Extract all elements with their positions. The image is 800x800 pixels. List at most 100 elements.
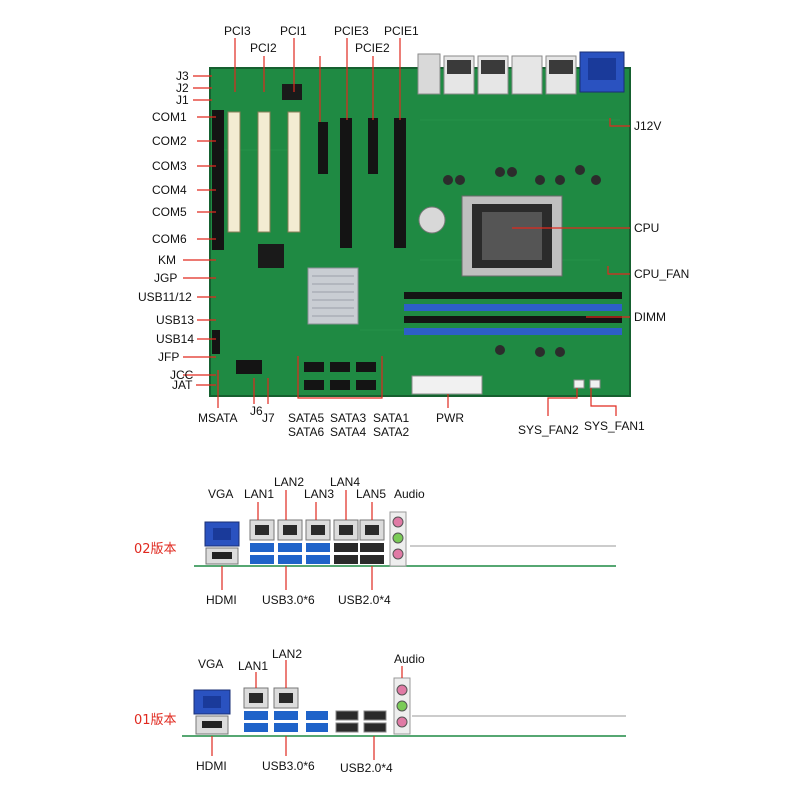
pcie-x1-slot	[318, 122, 328, 174]
right-leaders	[512, 118, 630, 318]
msata-slot	[236, 360, 262, 374]
v01-leaders	[211, 660, 403, 760]
label-sata2: SATA2	[373, 425, 410, 439]
v01-label-usb30: USB3.0*6	[262, 759, 315, 773]
v01-lan1-stack	[243, 687, 269, 732]
bottom-leaders	[217, 356, 617, 416]
v01-hdmi-port	[195, 715, 229, 735]
v02-label-lan4: LAN4	[330, 475, 360, 489]
dimm-slot-4	[404, 328, 622, 335]
chipset-heatsink	[307, 267, 359, 325]
label-j1: J1	[176, 93, 189, 107]
label-sata3: SATA3	[330, 411, 367, 425]
v02-label-usb30: USB3.0*6	[262, 593, 315, 607]
v01-version-label: 01版本	[134, 713, 177, 728]
pci2-slot	[257, 111, 271, 233]
label-sata4: SATA4	[330, 425, 367, 439]
bios-chip	[282, 84, 302, 100]
v01-label-usb20: USB2.0*4	[340, 761, 393, 775]
label-j7: J7	[262, 411, 275, 425]
label-sys-fan2: SYS_FAN2	[518, 423, 579, 437]
dimm-slot-3	[404, 316, 622, 323]
label-j12v: J12V	[634, 119, 661, 133]
v01-label-vga: VGA	[198, 657, 223, 671]
v02-hdmi-port	[205, 547, 239, 565]
top-leaders	[234, 38, 401, 122]
v01-vga-port	[193, 689, 231, 715]
v01-audio-jacks	[393, 677, 411, 735]
cpu-socket	[461, 195, 563, 277]
v02-lan2-stack	[277, 519, 303, 564]
label-j6: J6	[250, 404, 263, 418]
v01-label-hdmi: HDMI	[196, 759, 227, 773]
v02-label-lan3: LAN3	[304, 487, 334, 501]
pci3-slot	[227, 111, 241, 233]
label-com3: COM3	[152, 159, 187, 173]
v02-label-vga: VGA	[208, 487, 233, 501]
v02-label-usb20: USB2.0*4	[338, 593, 391, 607]
pcb	[210, 68, 630, 396]
v02-audio-jacks	[389, 511, 407, 567]
label-pcie3: PCIE3	[334, 24, 369, 38]
dimm-slot-2	[404, 304, 622, 311]
label-jfp: JFP	[158, 350, 179, 364]
super-io-chip	[258, 244, 284, 268]
label-usb14: USB14	[156, 332, 194, 346]
io-panel-v02: 02版本 VGA LAN1 LAN2 LAN3 LAN4 LAN5 Audio …	[134, 475, 616, 607]
v02-label-lan2: LAN2	[274, 475, 304, 489]
v02-leaders	[221, 490, 373, 590]
rear-io-cluster	[417, 51, 625, 95]
label-km: KM	[158, 253, 176, 267]
v02-version-label: 02版本	[134, 542, 177, 557]
v01-label-lan2: LAN2	[272, 647, 302, 661]
label-jgp: JGP	[154, 271, 177, 285]
v01-usb2-stack-1	[335, 710, 359, 733]
label-com6: COM6	[152, 232, 187, 246]
label-sata5: SATA5	[288, 411, 325, 425]
label-com1: COM1	[152, 110, 187, 124]
label-jcc: JCC	[170, 368, 194, 382]
pcie2-slot	[368, 118, 378, 174]
v02-vga-port	[204, 521, 240, 547]
label-pcie2: PCIE2	[355, 41, 390, 55]
v02-label-audio: Audio	[394, 487, 425, 501]
atx-power-connector	[411, 375, 483, 395]
sata-ports	[304, 362, 376, 390]
label-j3: J3	[176, 69, 189, 83]
label-dimm: DIMM	[634, 310, 666, 324]
v02-lan3-stack	[305, 519, 331, 564]
cmos-battery	[418, 206, 446, 234]
v02-lan4-stack	[333, 519, 359, 564]
pcie3-slot	[340, 118, 352, 248]
left-leaders	[183, 75, 216, 386]
v01-usb2-stack-2	[363, 710, 387, 733]
v01-label-audio: Audio	[394, 652, 425, 666]
label-com2: COM2	[152, 134, 187, 148]
v01-label-lan1: LAN1	[238, 659, 268, 673]
label-pci1: PCI1	[280, 24, 307, 38]
label-pcie1: PCIE1	[384, 24, 419, 38]
io-panel-v01: 01版本 VGA LAN1 LAN2 Audio HDMI USB3.0*6 U…	[134, 647, 626, 775]
label-sata1: SATA1	[373, 411, 410, 425]
label-com4: COM4	[152, 183, 187, 197]
v01-lan2-stack	[273, 687, 299, 732]
label-jat: JAT	[172, 378, 193, 392]
pcie1-slot	[394, 118, 406, 248]
v02-label-hdmi: HDMI	[206, 593, 237, 607]
label-pwr: PWR	[436, 411, 464, 425]
label-cpu-fan: CPU_FAN	[634, 267, 689, 281]
label-sys-fan1: SYS_FAN1	[584, 419, 645, 433]
label-usb13: USB13	[156, 313, 194, 327]
label-com5: COM5	[152, 205, 187, 219]
v02-lan1-stack	[249, 519, 275, 564]
v02-label-lan1: LAN1	[244, 487, 274, 501]
label-pci3: PCI3	[224, 24, 251, 38]
v01-usb3-stack	[306, 711, 328, 732]
label-sata6: SATA6	[288, 425, 325, 439]
label-msata: MSATA	[198, 411, 238, 425]
pci1-slot	[287, 111, 301, 233]
label-usb11-12: USB11/12	[138, 290, 192, 304]
label-cpu: CPU	[634, 221, 659, 235]
dimm-slot-1	[404, 292, 622, 299]
